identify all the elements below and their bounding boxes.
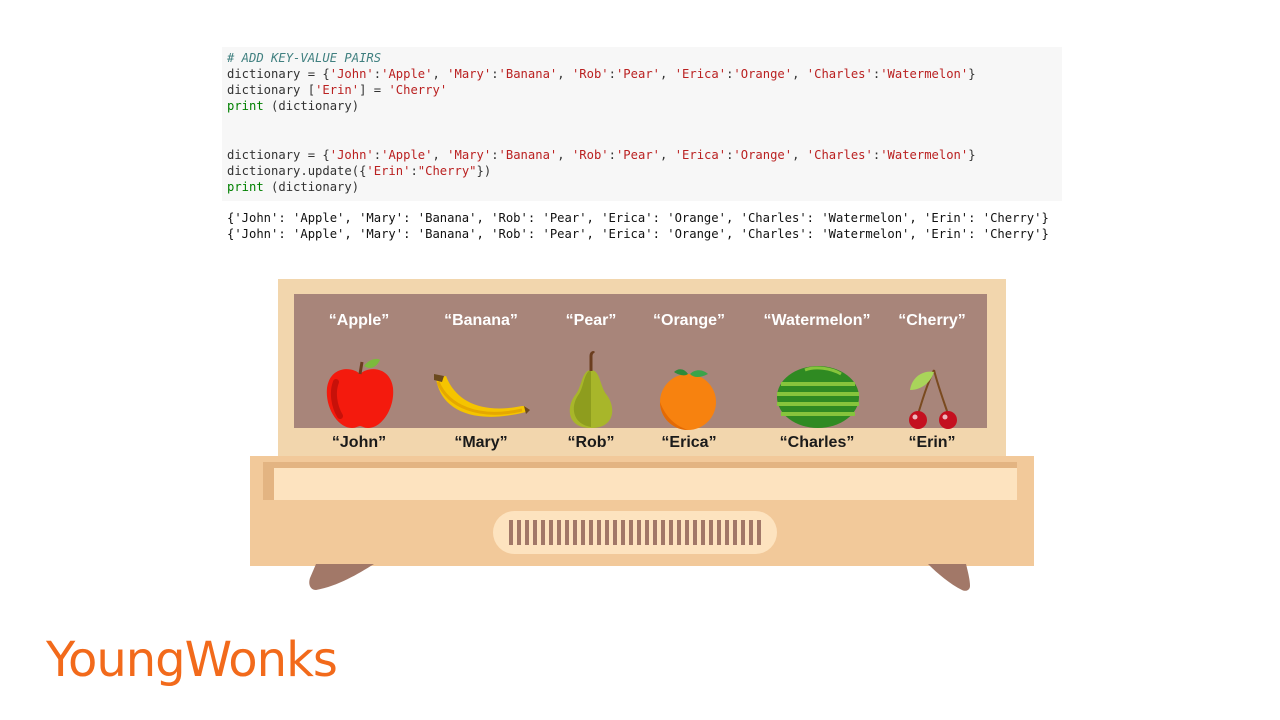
print-arg: (dictionary): [263, 180, 360, 194]
dict-key: 'Erica': [674, 67, 727, 81]
code-text: :: [410, 164, 418, 178]
cabinet-shelf: [294, 294, 987, 428]
orange-icon: [660, 369, 716, 430]
code-text: }): [476, 164, 492, 178]
dict-key: 'Mary': [447, 148, 492, 162]
dict-key: 'Erica': [674, 148, 727, 162]
value-label-orange: “Orange”: [652, 312, 726, 329]
dict-value: 'Banana': [498, 148, 558, 162]
dict-value: 'Pear': [615, 148, 660, 162]
dict-key: 'Rob': [571, 67, 609, 81]
key-label-mary: “Mary”: [454, 434, 508, 451]
code-text: dictionary = {: [227, 148, 330, 162]
comment-text: # ADD KEY-VALUE PAIRS: [227, 51, 382, 65]
value-label-watermelon: “Watermelon”: [763, 312, 871, 329]
print-keyword: print: [227, 180, 264, 194]
update-key: 'Erin': [366, 164, 411, 178]
dict-key: 'Rob': [571, 148, 609, 162]
code-line-dict-2: dictionary = {'John':'Apple', 'Mary':'Ba…: [227, 148, 976, 162]
assign-value: 'Cherry': [388, 83, 448, 97]
value-label-banana: “Banana”: [444, 312, 518, 329]
update-value: "Cherry": [417, 164, 477, 178]
code-line-print-2: print (dictionary): [227, 179, 359, 195]
right-leg: [928, 564, 970, 591]
dict-key: 'Charles': [806, 67, 873, 81]
dict-value: 'Watermelon': [880, 67, 969, 81]
output-line-1: {'John': 'Apple', 'Mary': 'Banana', 'Rob…: [227, 211, 1049, 225]
dict-value: 'Apple': [381, 67, 433, 81]
value-label-pear: “Pear”: [565, 312, 617, 329]
key-label-erica: “Erica”: [661, 434, 717, 451]
print-arg: (dictionary): [263, 99, 360, 113]
code-line-dict-1: dictionary = {'John':'Apple', 'Mary':'Ba…: [227, 67, 976, 81]
pear-icon: [569, 351, 613, 428]
dict-pairs: 'John': [329, 67, 374, 81]
dict-key: 'John': [329, 148, 374, 162]
code-line-update: dictionary.update({'Erin':"Cherry"}): [227, 163, 491, 179]
dict-value: 'Apple': [381, 148, 433, 162]
code-line-print-1: print (dictionary): [227, 98, 359, 114]
output-line-2: {'John': 'Apple', 'Mary': 'Banana', 'Rob…: [227, 227, 1049, 241]
vent-grille: [493, 511, 777, 554]
youngwonks-logo: YoungWonks: [46, 632, 338, 688]
dict-value: 'Orange': [733, 67, 793, 81]
assign-key: 'Erin': [315, 83, 360, 97]
dict-value: 'Pear': [615, 67, 660, 81]
dict-value: 'Watermelon': [880, 148, 969, 162]
key-label-rob: “Rob”: [567, 434, 615, 451]
code-cell[interactable]: # ADD KEY-VALUE PAIRS dictionary = {'Joh…: [222, 47, 1062, 201]
dict-value: 'Banana': [498, 67, 558, 81]
key-label-charles: “Charles”: [779, 434, 855, 451]
code-text: ] =: [359, 83, 389, 97]
code-comment: # ADD KEY-VALUE PAIRS: [227, 50, 381, 66]
code-line-assign: dictionary ['Erin'] = 'Cherry': [227, 82, 447, 98]
dict-key: 'Mary': [447, 67, 492, 81]
dict-value: 'Orange': [733, 148, 793, 162]
value-label-apple: “Apple”: [328, 312, 390, 329]
value-label-cherry: “Cherry”: [898, 312, 966, 329]
code-text: dictionary = {: [227, 67, 330, 81]
left-leg: [309, 564, 374, 590]
banana-icon: [434, 374, 530, 417]
code-text: dictionary.update({: [227, 164, 367, 178]
print-keyword: print: [227, 99, 264, 113]
key-label-john: “John”: [331, 434, 387, 451]
vent-slats-icon: [509, 520, 761, 545]
watermelon-icon: [777, 366, 859, 428]
drawer-face: [274, 468, 1017, 500]
code-text: dictionary [: [227, 83, 316, 97]
dict-key: 'Charles': [806, 148, 873, 162]
apple-icon: [326, 358, 394, 428]
key-label-erin: “Erin”: [908, 434, 956, 451]
cherry-icon: [909, 369, 957, 429]
